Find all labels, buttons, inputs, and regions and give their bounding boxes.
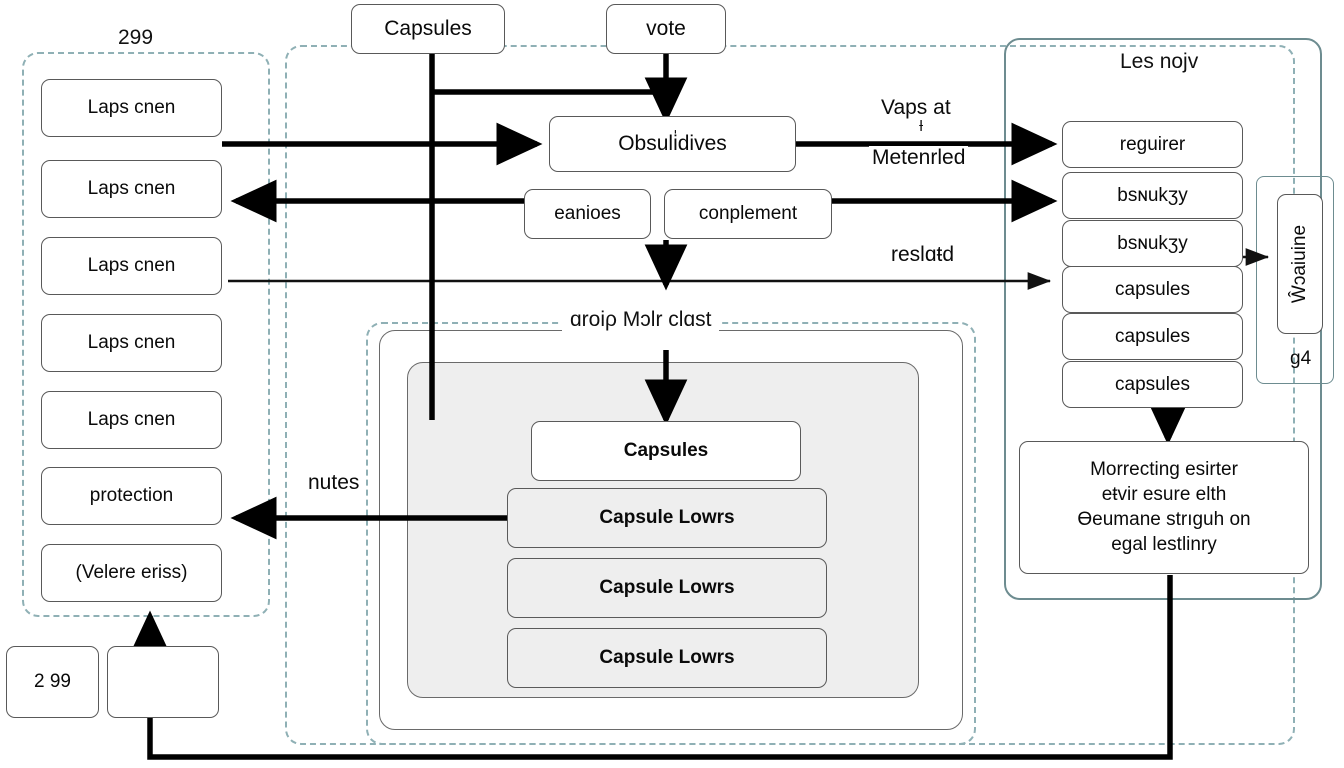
left-item-4[interactable]: Laps cnen: [41, 314, 222, 372]
edge-label-reslatd: reslɑŧd: [888, 243, 958, 267]
edge-label-nutes: nutes: [305, 471, 363, 495]
stack-capsule-lowrs-1[interactable]: Capsule Lowrs: [507, 488, 827, 548]
right-item-capsules-3-label: capsules: [1115, 373, 1190, 395]
process-node-label: Obsuli̍dives: [618, 131, 727, 155]
left-group-title: 299: [110, 26, 162, 50]
left-item-velere[interactable]: (Velere eriss): [41, 544, 222, 602]
right-summary-box[interactable]: Morrecting esirter eŧvir esure elth Ɵeum…: [1019, 441, 1309, 574]
right-item-capsules-1[interactable]: capsules: [1062, 266, 1243, 313]
vote-node[interactable]: vote: [606, 4, 726, 54]
vealuine-vertical-node[interactable]: Ŵɔaiuine: [1277, 194, 1323, 334]
right-summary-line-1: Morrecting esirter: [1090, 459, 1238, 481]
vealuine-vertical-label: Ŵɔaiuine: [1289, 224, 1310, 304]
right-item-capsules-2[interactable]: capsules: [1062, 313, 1243, 360]
right-summary-line-2: eŧvir esure elth: [1101, 484, 1227, 506]
left-item-5[interactable]: Laps cnen: [41, 391, 222, 449]
right-item-bsnuky-2-label: bsɴukʒy: [1117, 232, 1188, 254]
right-item-capsules-2-label: capsules: [1115, 325, 1190, 347]
right-summary-line-3: Ɵeumane strıguh on: [1077, 509, 1251, 530]
edge-label-vaps-mark: Ɨ: [916, 118, 927, 135]
left-item-protection-label: protection: [89, 485, 174, 507]
stack-capsule-lowrs-3-label: Capsule Lowrs: [599, 647, 735, 669]
right-side-panel: [1256, 176, 1334, 384]
left-item-protection[interactable]: protection: [41, 467, 222, 525]
conplement-label: conplement: [698, 203, 798, 225]
counter-box[interactable]: 2 99: [6, 646, 99, 718]
stack-capsule-lowrs-1-label: Capsule Lowrs: [599, 507, 735, 529]
model-group-title: ɑroiρ Mɔlr clɑst: [562, 308, 720, 332]
stack-capsule-lowrs-2[interactable]: Capsule Lowrs: [507, 558, 827, 618]
capsules-top-label: Capsules: [384, 16, 472, 40]
left-item-5-label: Laps cnen: [87, 409, 176, 431]
eanioes-node[interactable]: eanioes: [524, 189, 651, 239]
right-item-bsnuky-1-label: bsɴukʒy: [1117, 184, 1188, 206]
divider-box[interactable]: [107, 646, 219, 718]
stack-capsules[interactable]: Capsules: [531, 421, 801, 481]
conplement-node[interactable]: conplement: [664, 189, 832, 239]
stack-capsules-label: Capsules: [623, 440, 709, 462]
capsules-top-node[interactable]: Capsules: [351, 4, 505, 54]
stack-capsule-lowrs-2-label: Capsule Lowrs: [599, 577, 735, 599]
stack-capsule-lowrs-3[interactable]: Capsule Lowrs: [507, 628, 827, 688]
right-group-title: Les nojv: [1120, 50, 1199, 73]
edge-label-metenrled: Metenrled: [869, 146, 969, 170]
right-item-capsules-1-label: capsules: [1115, 278, 1190, 300]
right-item-reguirer-label: reguirer: [1119, 133, 1186, 155]
right-item-capsules-3[interactable]: capsules: [1062, 361, 1243, 408]
right-item-bsnuky-1[interactable]: bsɴukʒy: [1062, 172, 1243, 219]
vote-label: vote: [646, 16, 686, 40]
eanioes-label: eanioes: [554, 203, 621, 225]
left-item-2-label: Laps cnen: [87, 178, 176, 200]
left-item-2[interactable]: Laps cnen: [41, 160, 222, 218]
left-item-1[interactable]: Laps cnen: [41, 79, 222, 137]
right-item-bsnuky-2[interactable]: bsɴukʒy: [1062, 220, 1243, 267]
process-node[interactable]: Obsuli̍dives: [549, 116, 796, 172]
left-item-1-label: Laps cnen: [87, 97, 176, 119]
counter-box-label: 2 99: [34, 671, 71, 693]
side-panel-footer: g4: [1290, 348, 1312, 369]
left-item-velere-label: (Velere eriss): [75, 562, 188, 584]
left-item-3-label: Laps cnen: [87, 255, 176, 277]
edge-label-vaps-at: Vaps at: [878, 96, 954, 120]
right-item-reguirer[interactable]: reguirer: [1062, 121, 1243, 168]
right-summary-line-4: egal lestlinry: [1111, 533, 1217, 555]
left-item-4-label: Laps cnen: [87, 332, 176, 354]
left-item-3[interactable]: Laps cnen: [41, 237, 222, 295]
